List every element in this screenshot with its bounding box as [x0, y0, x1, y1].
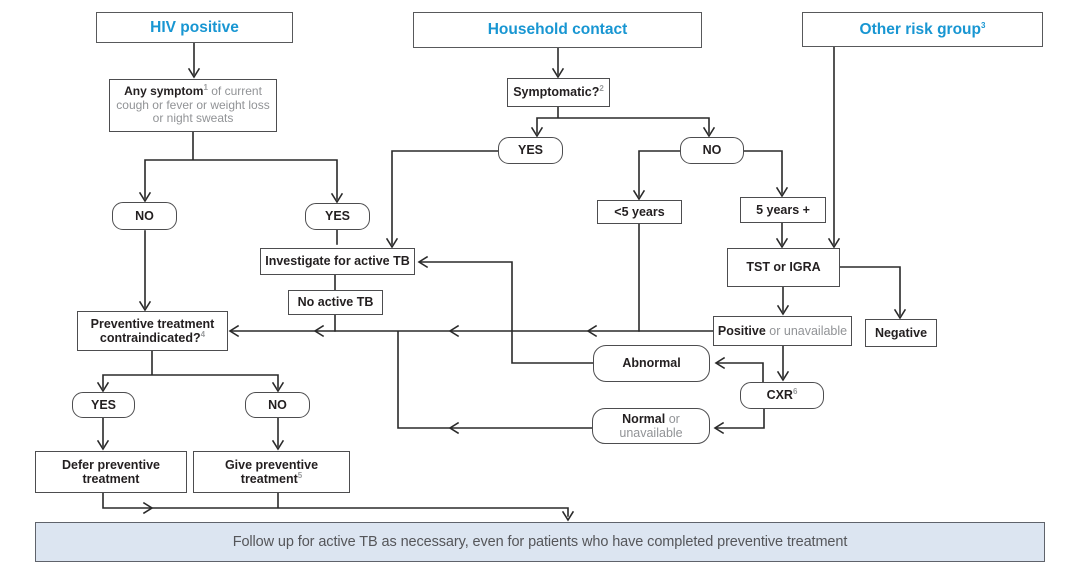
- node-any-symptom-label: Any symptom1 of current cough or fever o…: [116, 82, 270, 126]
- header-hiv-positive: HIV positive: [96, 12, 293, 43]
- node-no-symptomatic: NO: [680, 137, 744, 164]
- node-normal-or-unavailable: Normal or unavailable: [592, 408, 710, 444]
- no-active-tb-label: No active TB: [297, 295, 374, 310]
- normal-rest: or unavailable: [619, 411, 683, 440]
- node-5-years-plus: 5 years +: [740, 197, 826, 223]
- cxr-text: CXR: [766, 388, 793, 403]
- 5-years-plus-label: 5 years +: [756, 202, 810, 217]
- normal-bold: Normal: [622, 411, 666, 426]
- header-household-contact: Household contact: [413, 12, 702, 48]
- node-no-contraindicated: NO: [245, 392, 310, 418]
- symptomatic-text: Symptomatic?: [513, 85, 600, 100]
- node-yes-symptom: YES: [305, 203, 370, 230]
- node-abnormal: Abnormal: [593, 345, 710, 382]
- footnote-6-marker: 6: [792, 387, 798, 397]
- tst-or-igra-label: TST or IGRA: [746, 260, 821, 275]
- node-yes-contraindicated: YES: [72, 392, 135, 418]
- give-preventive-treatment-label: Give preventive treatment5: [214, 458, 329, 487]
- any-symptom-rest: of current cough or fever or weight loss…: [116, 83, 270, 126]
- no-symptomatic-label: NO: [702, 143, 722, 158]
- any-symptom-bold: Any symptom: [124, 83, 204, 98]
- no-contraindicated-label: NO: [268, 397, 287, 412]
- header-other-risk-group: Other risk group3: [802, 12, 1043, 47]
- footnote-4-marker: 4: [200, 329, 206, 339]
- positive-bold: Positive: [717, 323, 766, 338]
- node-tst-or-igra: TST or IGRA: [727, 248, 840, 287]
- cxr-label: CXR6: [766, 387, 798, 403]
- node-give-preventive-treatment: Give preventive treatment5: [193, 451, 350, 493]
- node-investigate-active-tb: Investigate for active TB: [260, 248, 415, 275]
- header-hiv-positive-label: HIV positive: [150, 18, 239, 36]
- footnote-2-marker: 2: [599, 84, 604, 94]
- node-any-symptom: Any symptom1 of current cough or fever o…: [109, 79, 277, 132]
- followup-banner-label: Follow up for active TB as necessary, ev…: [232, 533, 848, 550]
- header-other-risk-group-label: Other risk group3: [860, 21, 986, 39]
- node-under-5-years: <5 years: [597, 200, 682, 224]
- give-preventive-text: Give preventive treatment: [224, 457, 319, 486]
- node-symptomatic-label: Symptomatic?2: [513, 84, 604, 100]
- header-other-risk-group-text: Other risk group: [859, 20, 981, 38]
- yes-contraindicated-label: YES: [90, 397, 116, 412]
- positive-rest: or unavailable: [765, 323, 848, 338]
- contraindicated-line2: contraindicated?: [99, 331, 201, 345]
- followup-banner: Follow up for active TB as necessary, ev…: [35, 522, 1045, 562]
- footnote-1-marker: 1: [203, 82, 208, 92]
- node-defer-preventive-treatment: Defer preventive treatment: [35, 451, 187, 493]
- node-symptomatic: Symptomatic?2: [507, 78, 610, 107]
- investigate-active-tb-label: Investigate for active TB: [265, 254, 410, 269]
- positive-or-unavailable-label: Positive or unavailable: [718, 324, 847, 338]
- header-household-contact-label: Household contact: [487, 21, 628, 39]
- node-negative: Negative: [865, 319, 937, 347]
- under-5-years-label: <5 years: [614, 204, 665, 219]
- contraindicated-line2-wrap: contraindicated?4: [91, 329, 215, 345]
- node-yes-symptomatic: YES: [498, 137, 563, 164]
- contraindicated-line1: Preventive treatment: [90, 316, 215, 331]
- normal-or-unavailable-label: Normal or unavailable: [605, 412, 697, 441]
- node-no-active-tb: No active TB: [288, 290, 383, 315]
- yes-symptomatic-label: YES: [517, 143, 543, 158]
- abnormal-label: Abnormal: [622, 356, 681, 371]
- yes-symptom-label: YES: [324, 209, 350, 224]
- negative-label: Negative: [874, 325, 928, 340]
- node-no-symptom: NO: [112, 202, 177, 230]
- node-cxr: CXR6: [740, 382, 824, 409]
- footnote-3-marker: 3: [980, 20, 986, 30]
- node-positive-or-unavailable: Positive or unavailable: [713, 316, 852, 346]
- defer-preventive-treatment-label: Defer preventive treatment: [62, 457, 160, 486]
- footnote-5-marker: 5: [297, 470, 303, 480]
- no-symptom-label: NO: [135, 208, 154, 223]
